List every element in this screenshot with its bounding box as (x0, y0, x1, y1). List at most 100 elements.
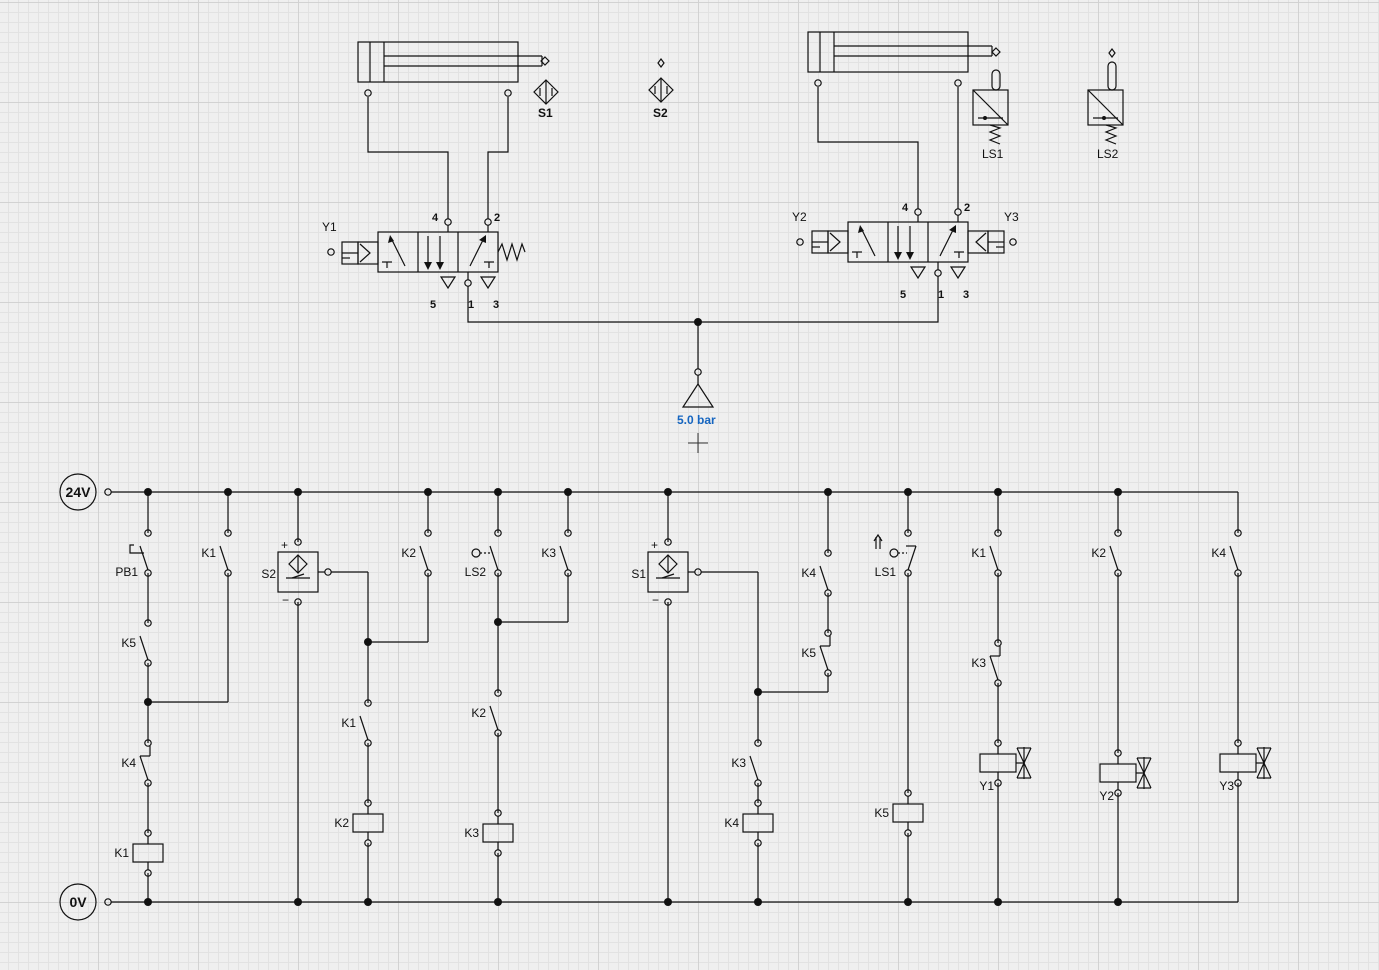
rail-24v[interactable]: 24V (59, 473, 1238, 511)
junction-dot (994, 488, 1002, 496)
contact-k1-hold[interactable]: K1 (201, 529, 232, 577)
contact-k3-nc[interactable]: K3 (971, 639, 1002, 687)
sensor-s2-plus: + (281, 538, 288, 552)
air-lines-cylinder-1 (367, 97, 509, 219)
valve-2-solenoid-left-label: Y2 (792, 210, 807, 224)
junction-dot (754, 898, 762, 906)
sensor-s1-plus: + (651, 538, 658, 552)
relay-coil-k3-label: K3 (464, 826, 479, 840)
junction-dot (904, 488, 912, 496)
contact-k1-no[interactable]: K1 (341, 699, 372, 747)
supply-line (467, 276, 939, 369)
air-supply-source[interactable]: 5.0 bar (677, 368, 716, 453)
sensor-s1[interactable]: +−S1 (631, 538, 702, 607)
junction-dot (294, 488, 302, 496)
pushbutton-pb1[interactable]: PB1 (115, 529, 152, 579)
limit-switch-ls2[interactable]: LS2 (1087, 48, 1124, 161)
relay-coil-k1-label: K1 (114, 846, 129, 860)
sensor-s2[interactable]: +−S2 (261, 538, 332, 607)
ladder-wires (147, 492, 1239, 902)
contact-k2-no-label: K2 (471, 706, 486, 720)
cylinder-1[interactable] (357, 41, 550, 97)
contact-k3-hold[interactable]: K3 (541, 529, 572, 577)
valve-2-port-2: 2 (964, 202, 970, 214)
junction-dot (144, 698, 152, 706)
contact-k4-nc[interactable]: K4 (121, 739, 152, 787)
contact-k1-hold-label: K1 (201, 546, 216, 560)
junction-dot (664, 488, 672, 496)
air-lines-cylinder-2 (817, 87, 959, 209)
valve-1-port-5: 5 (430, 299, 436, 311)
sensor-label-s1: S1 (538, 106, 553, 120)
contact-k3-no[interactable]: K3 (731, 739, 762, 787)
contact-k2-y2-label: K2 (1091, 546, 1106, 560)
contact-k5-nc-label: K5 (801, 646, 816, 660)
valve-1-solenoid-label: Y1 (322, 220, 337, 234)
relay-coil-k3[interactable]: K3 (464, 809, 514, 857)
valve-1[interactable]: Y1 4 2 5 1 3 (322, 212, 526, 311)
contact-k3-hold-label: K3 (541, 546, 556, 560)
solenoid-y3[interactable]: Y3 (1219, 739, 1272, 793)
limit-switch-label-ls1: LS1 (982, 147, 1004, 161)
limit-switch-ls1[interactable]: LS1 (972, 69, 1009, 161)
limit-switch-ls2-contact[interactable]: LS2 (465, 529, 502, 579)
junction-dot (664, 898, 672, 906)
valve-1-port-2: 2 (494, 212, 500, 224)
junction-dot (824, 488, 832, 496)
limit-switch-label-ls2: LS2 (1097, 147, 1119, 161)
valve-2-port-4: 4 (902, 202, 909, 214)
junction-dot (424, 488, 432, 496)
valve-2-port-1: 1 (938, 289, 944, 301)
solenoid-y1-label: Y1 (979, 779, 994, 793)
rail-0v[interactable]: 0V (59, 883, 1238, 921)
junction-dot (144, 898, 152, 906)
contact-k4-nc-label: K4 (121, 756, 136, 770)
solenoid-y3-label: Y3 (1219, 779, 1234, 793)
relay-coil-k2[interactable]: K2 (334, 799, 384, 847)
rail-label-0v: 0V (69, 894, 87, 910)
contact-k2-hold[interactable]: K2 (401, 529, 432, 577)
solenoid-y2-label: Y2 (1099, 789, 1114, 803)
junction-dot (1114, 488, 1122, 496)
junction-dot (904, 898, 912, 906)
junction-dot (294, 898, 302, 906)
valve-1-port-4: 4 (432, 212, 439, 224)
contact-k1-y1[interactable]: K1 (971, 529, 1002, 577)
valve-2-port-3: 3 (963, 289, 969, 301)
rail-label-24v: 24V (66, 484, 92, 500)
contact-k2-y2[interactable]: K2 (1091, 529, 1122, 577)
contact-k4-y3-label: K4 (1211, 546, 1226, 560)
valve-2-solenoid-right-label: Y3 (1004, 210, 1019, 224)
contact-k4-no[interactable]: K4 (801, 549, 832, 597)
relay-coil-k4-label: K4 (724, 816, 739, 830)
contact-k2-no[interactable]: K2 (471, 689, 502, 737)
junction-dot (1114, 898, 1122, 906)
solenoid-y2[interactable]: Y2 (1099, 749, 1152, 803)
limit-switch-ls1-contact[interactable]: LS1 (873, 529, 917, 579)
contact-k5-no[interactable]: K5 (121, 619, 152, 667)
relay-coil-k5[interactable]: K5 (874, 789, 924, 837)
proximity-sensor-s1[interactable]: S1 (533, 79, 559, 120)
valve-2[interactable]: Y2 Y3 4 2 5 1 3 (792, 202, 1019, 301)
solenoid-y1[interactable]: Y1 (979, 739, 1032, 793)
junction-dot (494, 618, 502, 626)
junction-dot (994, 898, 1002, 906)
contact-k1-y1-label: K1 (971, 546, 986, 560)
contact-k4-y3[interactable]: K4 (1211, 529, 1242, 577)
relay-coil-k1[interactable]: K1 (114, 829, 164, 877)
proximity-sensor-s2[interactable]: S2 (648, 58, 674, 120)
valve-1-port-1: 1 (468, 299, 474, 311)
relay-coil-k5-label: K5 (874, 806, 889, 820)
contact-k3-no-label: K3 (731, 756, 746, 770)
sensor-s2-minus: − (282, 593, 289, 607)
valve-2-port-5: 5 (900, 289, 906, 301)
contact-k4-no-label: K4 (801, 566, 816, 580)
limit-switch-ls2-contact-label: LS2 (465, 565, 487, 579)
junction-dot (754, 688, 762, 696)
junction-dot (224, 488, 232, 496)
valve-1-port-3: 3 (493, 299, 499, 311)
relay-coil-k4[interactable]: K4 (724, 799, 774, 847)
contact-k5-nc[interactable]: K5 (801, 629, 832, 677)
cylinder-2[interactable] (807, 31, 1001, 87)
